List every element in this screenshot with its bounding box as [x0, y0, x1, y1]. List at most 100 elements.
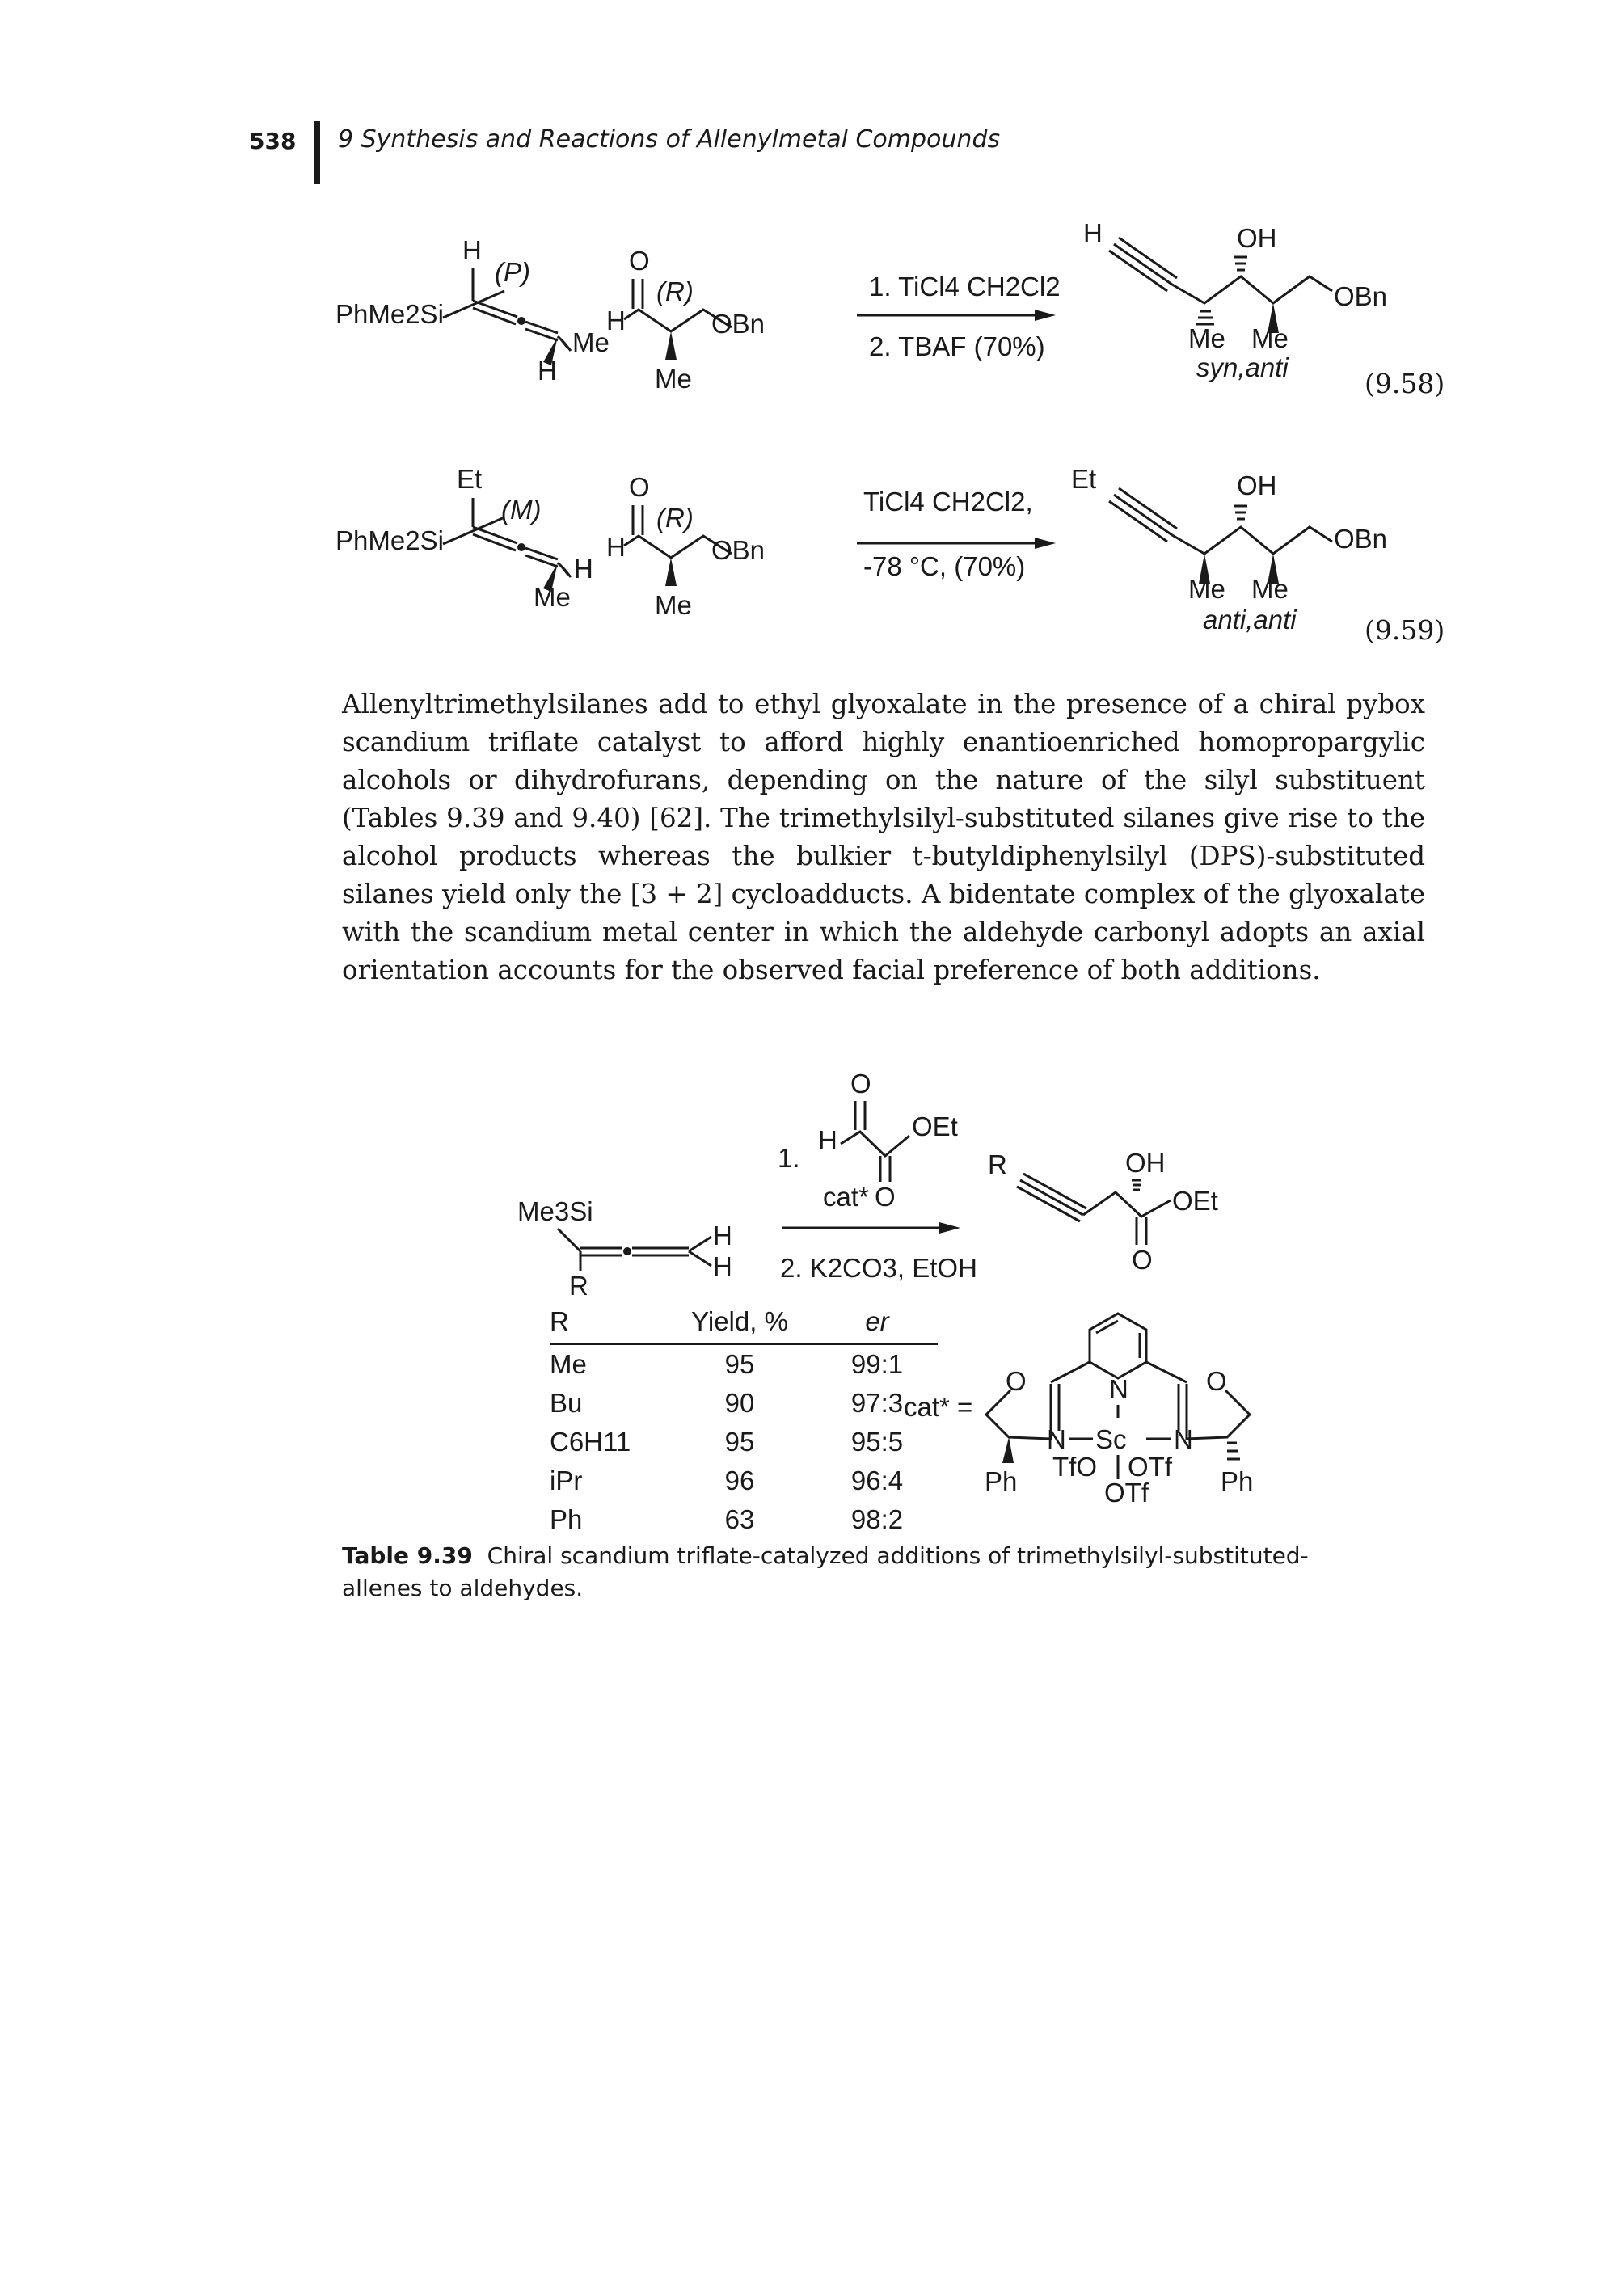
conditions-step-2: 2. TBAF (70%) [869, 331, 1045, 361]
table-header-row: R Yield, % er [550, 1305, 938, 1345]
wedge-bond [1268, 554, 1279, 584]
allene-double-bond [525, 546, 559, 561]
wedge-bond [1268, 303, 1279, 333]
alkyne-triple-bond [1113, 493, 1173, 537]
table-9-39-scheme: Me3Si R H H O H OEt O 1. cat* 2. K2CO3, … [517, 1069, 1253, 1508]
glyoxalate-chain [840, 1130, 910, 1158]
allene-double-bond [472, 525, 518, 545]
table-row: Ph 63 98:2 [550, 1500, 938, 1539]
product-me-1: Me [1188, 323, 1225, 353]
scheme-9-59: PhMe2Si Et (M) H Me O H (R) OBn Me TiCl4… [335, 464, 1387, 635]
alkyne-triple-bond [1113, 242, 1173, 286]
product-stereo-label: syn,anti [1196, 352, 1289, 382]
allene-double-bond [472, 299, 518, 318]
alkyne-triple-bond [1108, 249, 1168, 293]
pyridine-n: N [1109, 1374, 1128, 1404]
allene-right-h: H [574, 554, 593, 584]
pyridine-ring [1088, 1312, 1148, 1380]
table-cell: C6H11 [550, 1427, 631, 1457]
allene-top-et: Et [457, 464, 482, 494]
table-cell: Me [550, 1349, 587, 1379]
conditions-step-1: 1. TiCl4 CH2Cl2 [869, 272, 1061, 302]
allene-double-bond [525, 327, 559, 342]
allene-double-bond [525, 320, 559, 335]
body-paragraph: Allenyltrimethylsilanes add to ethyl gly… [342, 689, 1425, 985]
hash-bond [556, 335, 572, 352]
page-number: 538 [249, 128, 297, 154]
conditions-step-1: TiCl4 CH2Cl2, [863, 487, 1033, 517]
caption-text: Chiral scandium triflate-catalyzed addit… [342, 1542, 1309, 1601]
hash-bond [1234, 255, 1247, 272]
bond [556, 1227, 582, 1253]
wedge-bond [665, 331, 677, 360]
hash-bond [556, 561, 572, 578]
table-row: Me 95 99:1 [550, 1344, 938, 1385]
product-terminal-et: Et [1071, 464, 1096, 494]
bond [1050, 1360, 1090, 1384]
wedge-bond [665, 558, 677, 586]
table-cell: 90 [724, 1388, 755, 1418]
arrow-head [1035, 310, 1056, 321]
triflate-left: TfO [1052, 1452, 1097, 1482]
oxazoline-n-left: N [1047, 1424, 1066, 1454]
product-o: O [1132, 1245, 1153, 1275]
aldehyde-o: O [629, 246, 650, 276]
arrow-head [1035, 538, 1056, 549]
allene-center-dot [623, 1247, 631, 1255]
table-cell: 95 [724, 1349, 755, 1379]
hash-bond [1227, 1441, 1240, 1461]
equation-number: (9.58) [1365, 368, 1445, 399]
silyl-group-label: PhMe2Si [335, 299, 444, 329]
hash-bond [1132, 1179, 1141, 1191]
table-cell: 96 [724, 1466, 755, 1495]
allene-config-label: (M) [501, 495, 541, 525]
allene-bottom-me: Me [534, 582, 571, 612]
aldehyde-h: H [606, 532, 626, 562]
step-1-number: 1. [778, 1143, 800, 1173]
alkyne-triple-bond [1108, 500, 1168, 543]
wedge-bond [543, 336, 558, 365]
wedge-bond [1199, 554, 1210, 584]
catalyst-equals-label: cat* = [904, 1392, 972, 1422]
conditions-step-2: -78 °C, (70%) [863, 551, 1025, 581]
product-terminal-h: H [1083, 218, 1103, 248]
product-oh: OH [1125, 1148, 1166, 1178]
caption-label: Table 9.39 [342, 1542, 473, 1569]
allene-top-h: H [462, 235, 482, 265]
silane-r: R [569, 1271, 588, 1301]
oxazoline-n-right: N [1174, 1424, 1193, 1454]
bond [688, 1250, 712, 1267]
hash-bond [1234, 504, 1247, 521]
product-chain [1171, 525, 1333, 555]
product-me-1: Me [1188, 574, 1225, 604]
oxazoline-o-right: O [1206, 1366, 1227, 1396]
scandium-center: Sc [1095, 1424, 1127, 1454]
silane-h-1: H [713, 1221, 732, 1250]
product-oh: OH [1237, 470, 1277, 500]
product-me-2: Me [1251, 323, 1289, 353]
table-cell: Bu [550, 1388, 583, 1418]
alkyne-triple-bond [1016, 1185, 1081, 1223]
step-2-conditions: 2. K2CO3, EtOH [780, 1253, 977, 1283]
header-rule [314, 121, 320, 184]
table-cell: 95:5 [850, 1427, 904, 1457]
product-stereo-label: anti,anti [1203, 605, 1297, 635]
allene-double-bond [525, 554, 559, 568]
table-row: C6H11 95 95:5 [550, 1423, 938, 1461]
aldehyde-me: Me [655, 364, 692, 394]
table-cell: Ph [550, 1504, 583, 1534]
allene-double-bond [472, 306, 517, 326]
phenyl-left: Ph [985, 1466, 1017, 1496]
triflate-bottom: OTf [1104, 1478, 1149, 1508]
phenyl-right: Ph [1221, 1466, 1253, 1496]
column-header: Yield, % [663, 1305, 816, 1345]
triflate-right: OTf [1128, 1452, 1173, 1482]
arrow-head [939, 1222, 960, 1234]
silyl-group-label: PhMe2Si [335, 525, 444, 555]
aldehyde-config-label: (R) [656, 503, 694, 533]
product-obn: OBn [1334, 281, 1387, 311]
aldehyde-me: Me [655, 590, 692, 620]
allene-bottom-h: H [538, 356, 557, 386]
table-cell: 95 [724, 1427, 755, 1457]
alkyne-triple-bond [1118, 487, 1178, 530]
